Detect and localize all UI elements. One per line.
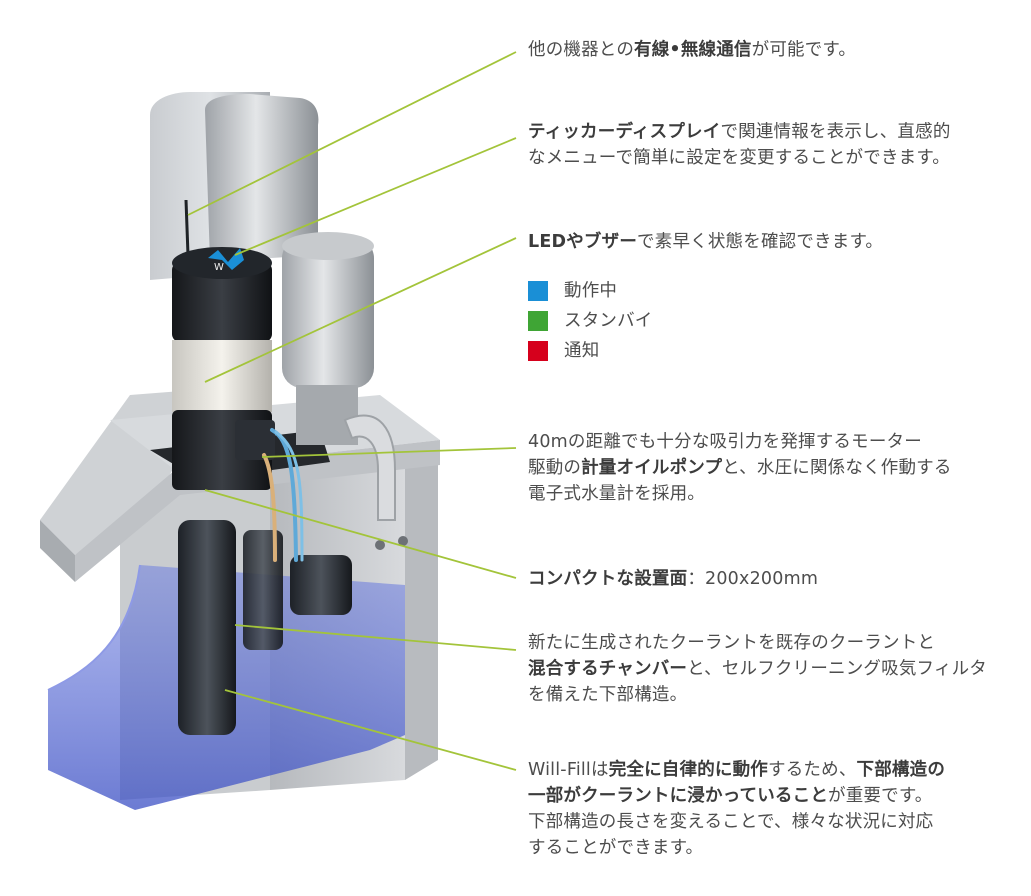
callout-text: 40mの距離でも十分な吸引力を発揮するモーター — [528, 432, 922, 452]
leader-chamber — [234, 624, 517, 651]
legend-item-running: 動作中 — [528, 276, 1023, 306]
callout-text: を備えた下部構造。 — [528, 685, 688, 705]
leader-lines — [187, 51, 517, 771]
callout-text: 駆動の — [528, 458, 582, 478]
legend-swatch — [528, 311, 548, 331]
callout-emphasis: ティッカーディスプレイ — [528, 122, 721, 142]
callout-footprint: コンパクトな設置面：200x200mm — [528, 566, 1023, 592]
callout-text: 下部構造の長さを変えることで、様々な状況に対応 — [528, 812, 934, 832]
callout-text: が可能です。 — [751, 40, 857, 60]
legend-swatch — [528, 281, 548, 301]
leader-led — [204, 237, 517, 383]
callout-text: するため、 — [768, 760, 857, 780]
callout-autonomous: Will-Fillは完全に自律的に動作するため、下部構造の 一部がクーラントに浸… — [528, 757, 1023, 861]
callout-emphasis: コンパクトな設置面 — [528, 569, 688, 589]
hoses — [262, 428, 304, 562]
callout-text: することができます。 — [528, 838, 704, 858]
legend-label: 動作中 — [564, 281, 618, 301]
callout-text: 新たに生成されたクーラントを既存のクーラントと — [528, 633, 936, 653]
unit-logo-text: W — [214, 262, 224, 273]
callout-display: ティッカーディスプレイで関連情報を表示し、直感的 なメニューで簡単に設定を変更す… — [528, 119, 1023, 171]
callout-emphasis: 完全に自律的に動作 — [608, 760, 769, 780]
callout-emphasis: 有線•無線通信 — [634, 40, 752, 60]
callout-text: Will-Fillは — [528, 760, 609, 780]
leader-communication — [187, 51, 517, 216]
callout-emphasis: LEDやブザー — [528, 232, 638, 252]
legend-swatch — [528, 341, 548, 361]
callout-communication: 他の機器との有線•無線通信が可能です。 — [528, 37, 1023, 63]
callout-led: LEDやブザーで素早く状態を確認できます。 — [528, 229, 1023, 255]
legend-label: スタンバイ — [564, 311, 653, 331]
callout-text: ：200x200mm — [687, 569, 819, 589]
legend-label: 通知 — [564, 341, 600, 361]
leader-display — [234, 137, 517, 256]
callout-text: なメニューで簡単に設定を変更することができます。 — [528, 148, 950, 168]
leader-pump — [261, 447, 517, 458]
legend-item-standby: スタンバイ — [528, 306, 1023, 336]
callout-emphasis: 混合するチャンバー — [528, 659, 688, 679]
callout-text: と、セルフクリーニング吸気フィルタ — [687, 659, 987, 679]
callout-text: と、水圧に関係なく作動する — [722, 458, 952, 478]
callout-emphasis: 下部構造の — [856, 760, 946, 780]
callout-chamber: 新たに生成されたクーラントを既存のクーラントと 混合するチャンバーと、セルフクリ… — [528, 630, 1023, 708]
callout-pump: 40mの距離でも十分な吸引力を発揮するモーター 駆動の計量オイルポンプと、水圧に… — [528, 429, 1023, 507]
callout-text: 電子式水量計を採用。 — [528, 484, 705, 504]
callout-text: で関連情報を表示し、直感的 — [720, 122, 951, 142]
leader-footprint — [204, 489, 517, 579]
callout-text: 他の機器との — [528, 40, 635, 60]
leader-autonomous — [224, 689, 517, 771]
callout-emphasis: 計量オイルポンプ — [581, 458, 723, 478]
legend-item-notification: 通知 — [528, 336, 1023, 366]
callout-emphasis: 一部がクーラントに浸かっていること — [528, 786, 829, 806]
callout-text: で素早く状態を確認できます。 — [637, 232, 884, 252]
pump-motor — [282, 232, 396, 521]
callout-text: が重要です。 — [828, 786, 933, 806]
control-unit: W — [172, 247, 275, 490]
status-legend: 動作中 スタンバイ 通知 — [528, 276, 1023, 366]
